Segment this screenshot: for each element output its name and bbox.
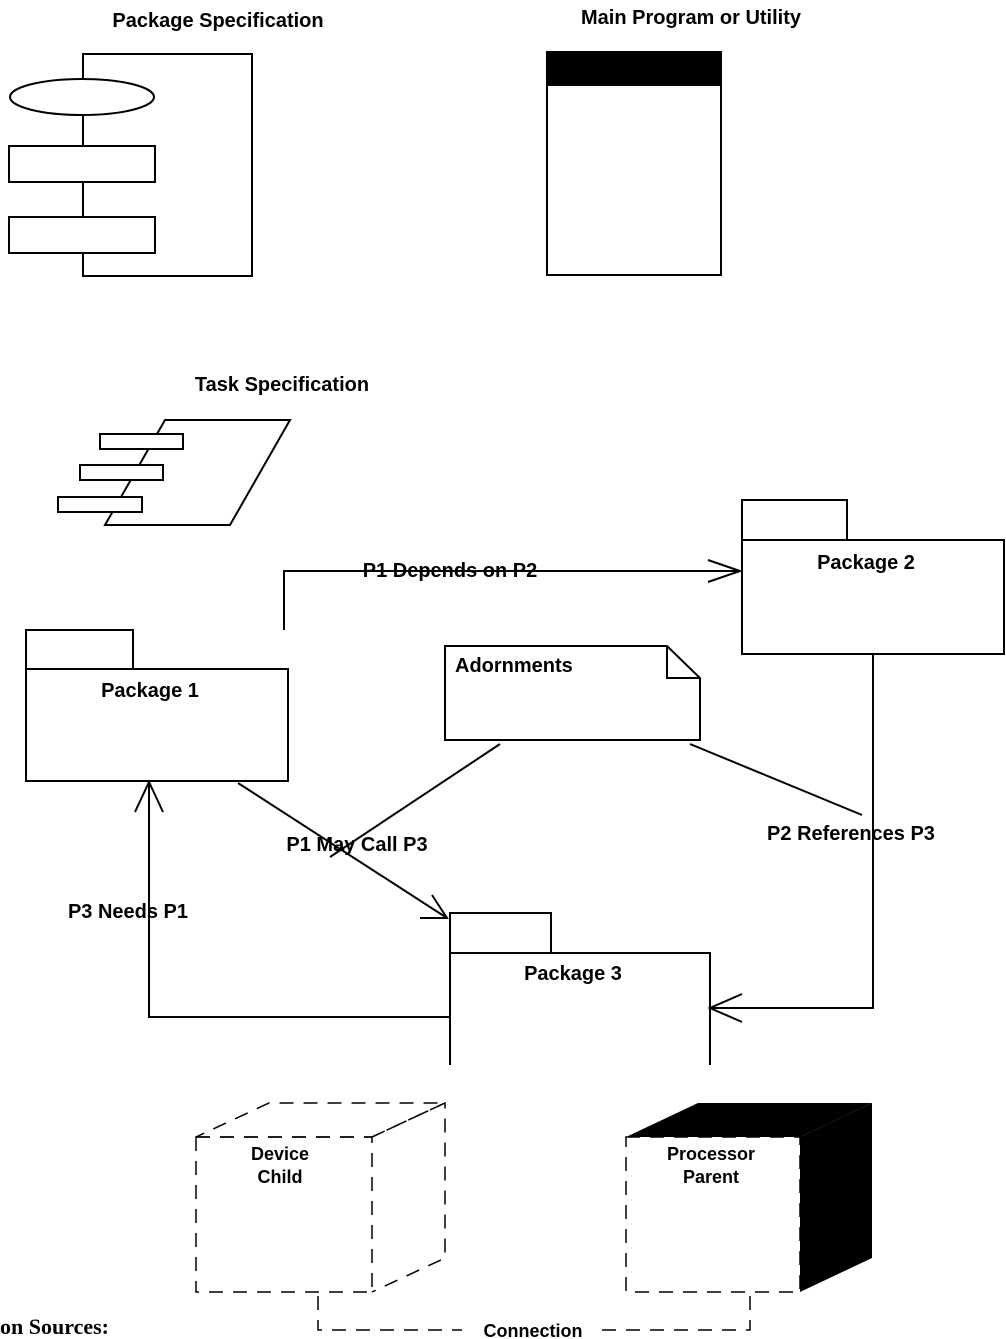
package-spec-symbol bbox=[8, 53, 253, 277]
package-2[interactable]: Package 2 bbox=[741, 499, 1005, 655]
device-node[interactable]: Device Child bbox=[195, 1101, 446, 1293]
connection-link: Connection bbox=[317, 1296, 751, 1339]
task-spec-symbol bbox=[57, 419, 292, 526]
adornments-note[interactable]: Adornments bbox=[444, 645, 701, 741]
adornment-link-left bbox=[329, 743, 501, 858]
p3-p1-label: P3 Needs P1 bbox=[68, 901, 188, 923]
main-program-title: Main Program or Utility bbox=[581, 7, 802, 29]
dependency-p1-p2: P1 Depends on P2 bbox=[283, 559, 744, 630]
package-2-label: Package 2 bbox=[817, 552, 915, 574]
processor-node[interactable]: Processor Parent bbox=[625, 1103, 872, 1293]
dependency-p1-p3: P1 May Call P3 bbox=[237, 782, 449, 919]
processor-label-line2: Parent bbox=[683, 1167, 739, 1187]
task-spec-title: Task Specification bbox=[195, 374, 369, 396]
package-3-label: Package 3 bbox=[524, 963, 622, 985]
device-label-line2: Child bbox=[258, 1167, 303, 1187]
device-label-line1: Device bbox=[251, 1144, 309, 1164]
dependency-p2-p3: P2 References P3 bbox=[707, 654, 935, 1023]
adornments-label: Adornments bbox=[455, 655, 573, 677]
connection-label: Connection bbox=[484, 1321, 583, 1339]
p1-p3-label: P1 May Call P3 bbox=[286, 834, 427, 856]
dependency-p3-p1: P3 Needs P1 bbox=[68, 779, 450, 1018]
main-program-symbol bbox=[546, 51, 722, 276]
processor-label-line1: Processor bbox=[667, 1144, 755, 1164]
package-spec-title: Package Specification bbox=[112, 10, 323, 32]
package-1[interactable]: Package 1 bbox=[25, 629, 289, 782]
package-3[interactable]: Package 3 bbox=[449, 912, 711, 1065]
package-1-label: Package 1 bbox=[101, 680, 199, 702]
adornment-link-right bbox=[689, 743, 863, 816]
p2-p3-label: P2 References P3 bbox=[767, 823, 935, 845]
footer-caption: on Sources: bbox=[0, 1314, 109, 1339]
